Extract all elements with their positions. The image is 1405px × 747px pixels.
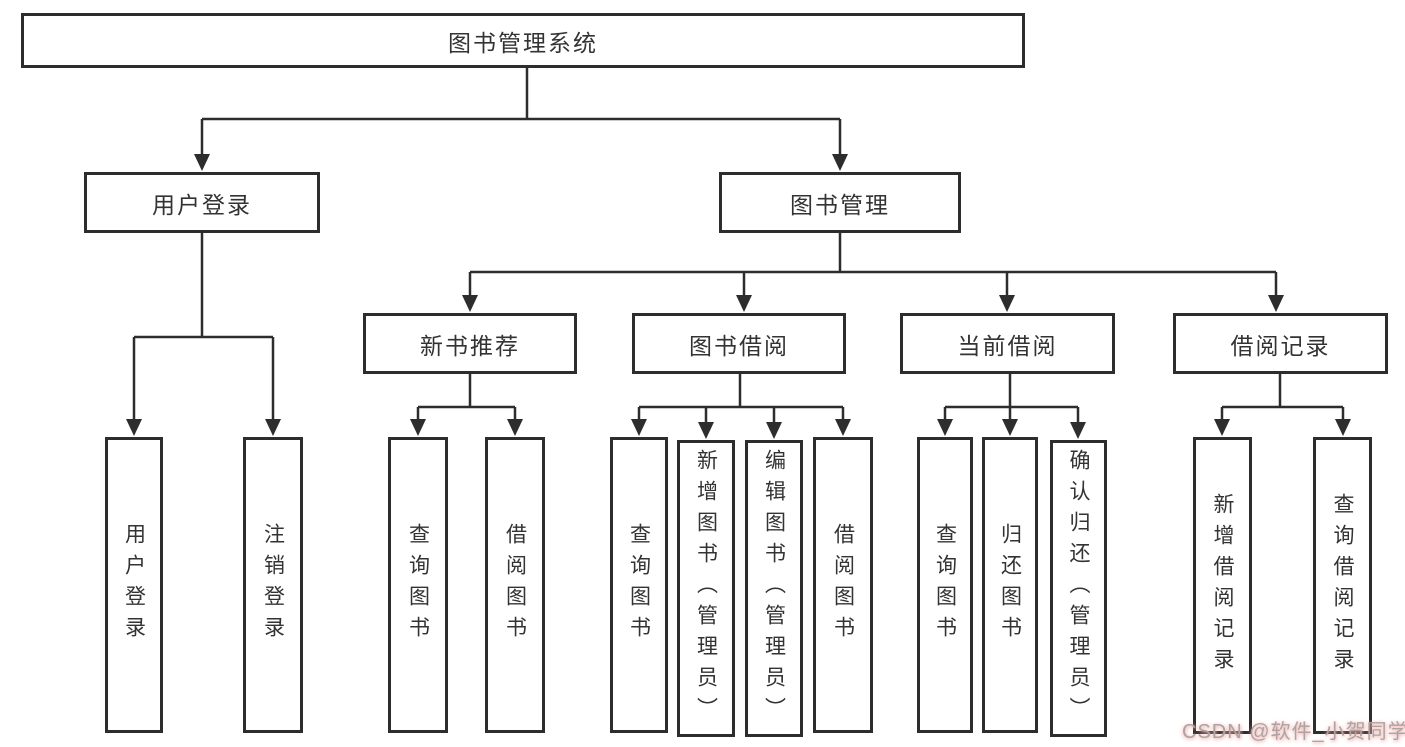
leaf-borrow-books: 借阅图书 bbox=[813, 437, 873, 733]
node-root-system: 图书管理系统 bbox=[21, 13, 1025, 68]
connector-root-to-level2 bbox=[200, 68, 842, 157]
connector-user-login-split bbox=[132, 232, 275, 422]
arrowheads bbox=[126, 154, 1351, 439]
connector-book-mgmt-split bbox=[468, 232, 1278, 298]
node-user-login: 用户登录 bbox=[84, 172, 320, 233]
node-current-borrow: 当前借阅 bbox=[900, 313, 1115, 374]
node-book-borrow: 图书借阅 bbox=[632, 313, 846, 374]
leaf-add-books-admin: 新增图书（管理员） bbox=[677, 440, 735, 737]
leaf-query-borrow-record: 查询借阅记录 bbox=[1313, 437, 1372, 734]
node-borrow-records: 借阅记录 bbox=[1173, 313, 1388, 374]
leaf-return-books: 归还图书 bbox=[982, 437, 1038, 733]
leaf-user-login: 用户登录 bbox=[105, 437, 163, 733]
csdn-watermark: CSDN @软件_小贺同学 bbox=[1182, 721, 1405, 743]
leaf-confirm-return-admin: 确认归还（管理员） bbox=[1050, 440, 1107, 737]
connector-borrow-record-split bbox=[1220, 373, 1345, 422]
connector-new-book-split bbox=[416, 373, 517, 422]
leaf-add-borrow-record: 新增借阅记录 bbox=[1193, 437, 1252, 734]
leaf-query-books-borrow: 查询图书 bbox=[610, 437, 668, 733]
leaf-logout: 注销登录 bbox=[243, 437, 303, 733]
leaf-edit-books-admin: 编辑图书（管理员） bbox=[745, 440, 803, 737]
leaf-query-books-current: 查询图书 bbox=[917, 437, 973, 733]
connector-current-borrow-split bbox=[943, 373, 1080, 425]
leaf-borrow-books-recommend: 借阅图书 bbox=[485, 437, 545, 733]
leaf-query-books-recommend: 查询图书 bbox=[388, 437, 448, 733]
node-new-book-recommend: 新书推荐 bbox=[363, 313, 577, 374]
connector-book-borrow-split bbox=[637, 373, 845, 425]
node-book-management: 图书管理 bbox=[719, 172, 961, 233]
